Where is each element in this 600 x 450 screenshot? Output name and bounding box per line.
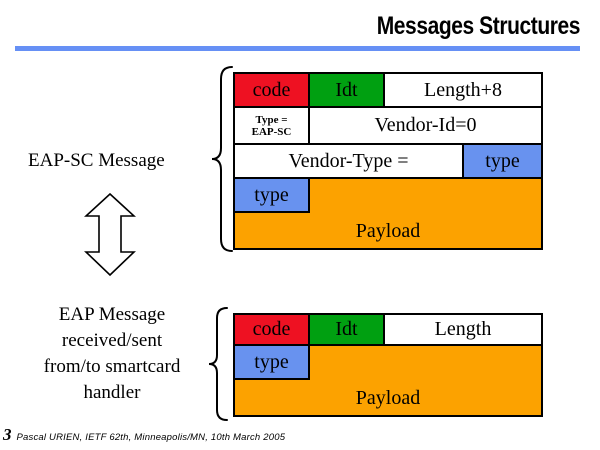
page-number: 3: [3, 425, 12, 444]
type-eap-sc-field: Type = EAP-SC: [233, 106, 310, 145]
table-row: code Idt Length: [233, 313, 543, 346]
payload-region: type Payload: [233, 177, 543, 250]
payload-field: Payload: [355, 220, 421, 242]
idt-field: Idt: [308, 72, 385, 108]
length-field: Length: [383, 313, 543, 346]
type-eap-sc-line2: EAP-SC: [251, 125, 292, 138]
payload-region: type Payload: [233, 344, 543, 417]
code-field: code: [233, 72, 310, 108]
table-row: type Payload: [233, 344, 543, 417]
eap-sc-message-label: EAP-SC Message: [28, 150, 165, 171]
length-field: Length+8: [383, 72, 543, 108]
payload-field: Payload: [355, 387, 421, 409]
type-field: type: [233, 344, 310, 380]
type-eap-sc-line1: Type =: [255, 113, 288, 126]
type-field: type: [233, 177, 310, 213]
curly-brace-icon: [211, 66, 233, 252]
title-underline: [15, 46, 580, 51]
table-row: type Payload: [233, 177, 543, 250]
eap-message-label-line: EAP Message: [58, 304, 166, 325]
idt-field: Idt: [308, 313, 385, 346]
table-row: code Idt Length+8: [233, 72, 543, 108]
eap-message-label: EAP Message received/sent from/to smartc…: [12, 302, 212, 406]
curly-brace-icon: [208, 307, 228, 421]
code-field: code: [233, 313, 310, 346]
vendor-type-field: Vendor-Type =: [233, 143, 464, 179]
eap-sc-structure: code Idt Length+8 Type = EAP-SC Vendor-I…: [233, 72, 543, 250]
double-arrow-icon: [84, 193, 136, 277]
vendor-type-value-field: type: [462, 143, 543, 179]
eap-message-label-line: from/to smartcard: [43, 356, 181, 377]
vendor-id-field: Vendor-Id=0: [308, 106, 543, 145]
table-row: Vendor-Type = type: [233, 143, 543, 179]
table-row: Type = EAP-SC Vendor-Id=0: [233, 106, 543, 145]
eap-message-label-line: received/sent: [61, 330, 163, 351]
eap-message-label-line: handler: [83, 382, 141, 403]
eap-structure: code Idt Length type Payload: [233, 313, 543, 417]
slide-footer: 3 Pascal URIEN, IETF 62th, Minneapolis/M…: [3, 425, 285, 445]
footer-credit: Pascal URIEN, IETF 62th, Minneapolis/MN,…: [16, 432, 286, 443]
slide-title: Messages Structures: [376, 12, 581, 40]
